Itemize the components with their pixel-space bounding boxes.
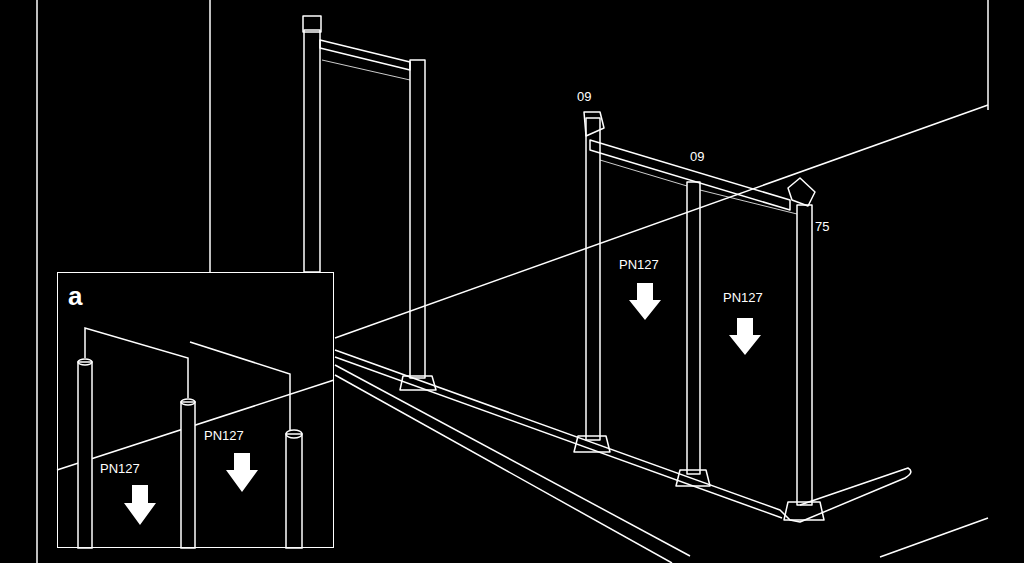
part-number: PN127: [619, 258, 659, 271]
callout-number: 09: [577, 90, 591, 103]
figure-letter: a: [68, 283, 82, 309]
detail-inset: aPN127PN127: [57, 272, 334, 548]
part-number: PN127: [723, 291, 763, 304]
callout-number: 09: [690, 150, 704, 163]
callout-number: 75: [815, 220, 829, 233]
part-number: PN127: [100, 462, 140, 475]
part-number: PN127: [204, 429, 244, 442]
